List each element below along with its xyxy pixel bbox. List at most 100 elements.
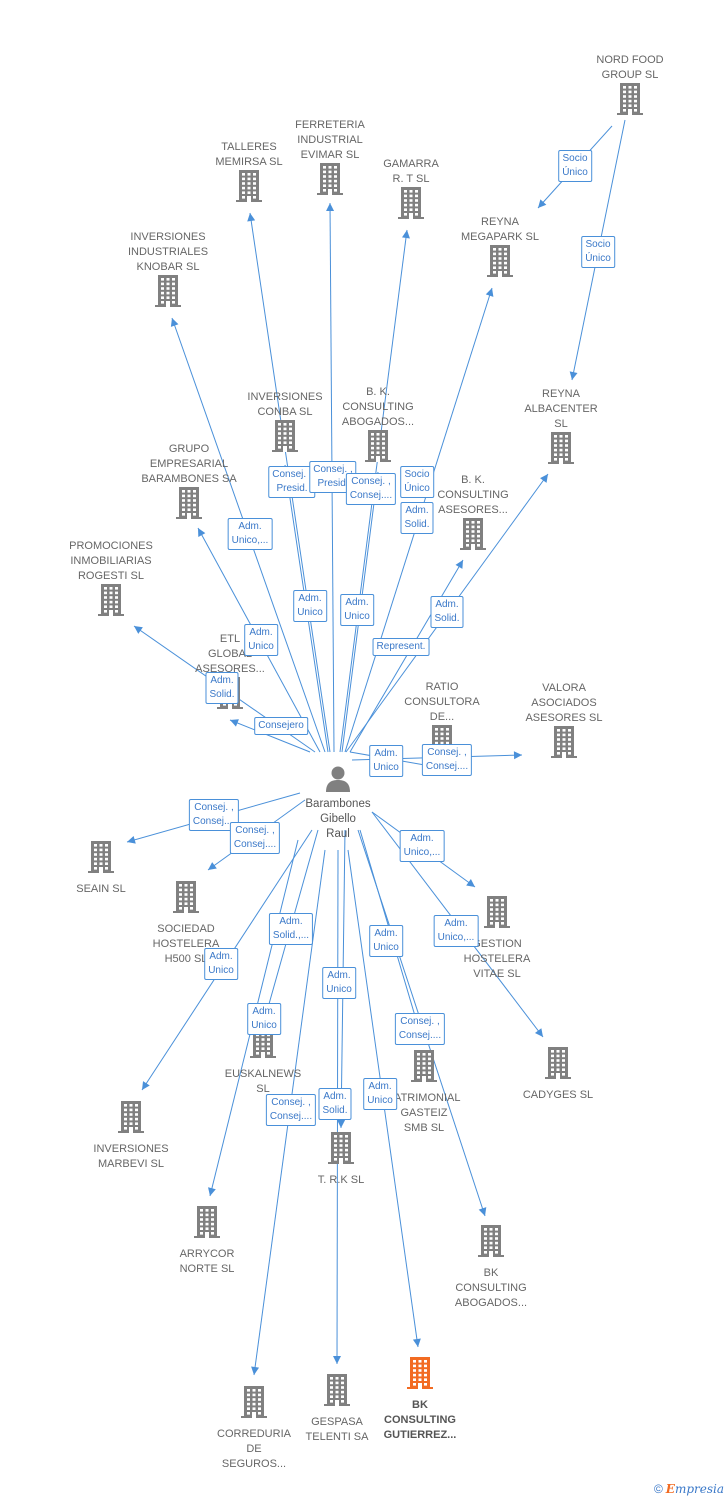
company-node-patrimonial[interactable]: PATRIMONIAL GASTEIZ SMB SL (359, 1050, 489, 1136)
building-icon (276, 1132, 406, 1169)
role-badge[interactable]: Adm. Solid. (400, 502, 434, 534)
company-name: FERRETERIA INDUSTRIAL EVIMAR SL (295, 119, 365, 161)
company-name: B. K. CONSULTING ABOGADOS... (341, 386, 415, 428)
company-name: GESPASA TELENTI SA (305, 1416, 369, 1443)
building-icon (189, 1386, 319, 1423)
arrow-head-icon (402, 230, 410, 239)
role-badge[interactable]: Adm. Unico (322, 967, 356, 999)
copyright-symbol: © (653, 1482, 663, 1496)
arrow-head-icon (251, 1366, 260, 1375)
company-node-talleres[interactable]: TALLERES MEMIRSA SL (184, 140, 314, 207)
building-icon (265, 163, 395, 200)
role-badge[interactable]: Consej. , Consej.... (421, 744, 473, 776)
role-badge[interactable]: Adm. Unico (293, 590, 327, 622)
company-node-ferreteria[interactable]: FERRETERIA INDUSTRIAL EVIMAR SL (265, 118, 395, 200)
role-badge[interactable]: Adm. Solid.,... (268, 913, 314, 945)
role-badge[interactable]: Adm. Unico (244, 624, 278, 656)
company-name: GAMARRA R. T SL (383, 158, 439, 185)
company-name: NORD FOOD GROUP SL (596, 54, 664, 81)
company-name: EUSKALNEWS SL (224, 1068, 302, 1095)
role-badge[interactable]: Adm. Solid. (430, 596, 464, 628)
company-node-gestion[interactable]: GESTION HOSTELERA VITAE SL (432, 896, 562, 982)
arrow-head-icon (513, 751, 522, 760)
company-node-invknobar[interactable]: INVERSIONES INDUSTRIALES KNOBAR SL (103, 230, 233, 312)
role-badge[interactable]: Socio Único (558, 150, 592, 182)
arrow-head-icon (466, 879, 475, 887)
company-name: GRUPO EMPRESARIAL BARAMBONES SA (141, 443, 237, 485)
building-icon (359, 1050, 489, 1087)
company-node-arrycor[interactable]: ARRYCOR NORTE SL (142, 1206, 272, 1277)
arrow-head-icon (142, 1081, 150, 1090)
arrow-head-icon (198, 528, 206, 537)
arrow-head-icon (170, 318, 179, 327)
company-name: ETL GLOBAL ASESORES... (195, 633, 265, 675)
role-badge[interactable]: Adm. Unico (369, 925, 403, 957)
company-node-sociedad[interactable]: SOCIEDAD HOSTELERA H500 SL (121, 881, 251, 967)
empresia-logo[interactable]: ©Empresia (654, 1482, 724, 1496)
building-icon (66, 1101, 196, 1138)
role-badge[interactable]: Adm. Unico,... (399, 830, 445, 862)
building-icon (184, 170, 314, 207)
role-badge[interactable]: Adm. Unico,... (227, 518, 273, 550)
role-badge[interactable]: Consej. , Consej.... (265, 1094, 317, 1126)
role-badge[interactable]: Consej. , Consej.... (345, 473, 397, 505)
company-node-barambones[interactable]: GRUPO EMPRESARIAL BARAMBONES SA (124, 442, 254, 524)
role-badge[interactable]: Adm. Solid. (318, 1088, 352, 1120)
role-badge[interactable]: Consejero (254, 717, 308, 735)
role-badge[interactable]: Consej. , Presid. (268, 466, 316, 498)
company-node-euskal[interactable]: EUSKALNEWS SL (198, 1026, 328, 1097)
building-icon (426, 1225, 556, 1262)
company-name: SOCIEDAD HOSTELERA H500 SL (152, 923, 220, 965)
role-badge[interactable]: Socio Único (581, 236, 615, 268)
building-icon (142, 1206, 272, 1243)
company-node-cadyges[interactable]: CADYGES SL (493, 1047, 623, 1103)
company-name: BK CONSULTING ABOGADOS... (454, 1267, 528, 1309)
company-node-promociones[interactable]: PROMOCIONES INMOBILIARIAS ROGESTI SL (46, 539, 176, 621)
arrow-head-icon (455, 560, 463, 569)
arrow-head-icon (208, 862, 217, 870)
company-node-conba[interactable]: INVERSIONES CONBA SL (220, 390, 350, 457)
company-name: INVERSIONES INDUSTRIALES KNOBAR SL (127, 231, 209, 273)
company-node-bkgut[interactable]: BK CONSULTING GUTIERREZ... (355, 1357, 485, 1443)
building-icon (496, 432, 626, 469)
arrow-head-icon (485, 288, 494, 297)
company-node-trk[interactable]: T. R.K SL (276, 1132, 406, 1188)
company-node-seain[interactable]: SEAIN SL (36, 841, 166, 897)
company-node-correduria[interactable]: CORREDURIA DE SEGUROS... (189, 1386, 319, 1472)
person-name: Barambones Gibello Raul (305, 798, 371, 840)
role-badge[interactable]: Adm. Unico (363, 1078, 397, 1110)
person-node[interactable]: Barambones Gibello Raul (273, 764, 403, 842)
company-name: REYNA MEGAPARK SL (460, 216, 540, 243)
role-badge[interactable]: Adm. Unico (204, 948, 238, 980)
building-icon (493, 1047, 623, 1084)
company-node-bkases[interactable]: B. K. CONSULTING ASESORES... (408, 473, 538, 555)
company-node-bkabog2[interactable]: BK CONSULTING ABOGADOS... (426, 1225, 556, 1311)
role-badge[interactable]: Adm. Solid. (205, 672, 239, 704)
arrow-head-icon (534, 1028, 543, 1037)
company-node-marbevi[interactable]: INVERSIONES MARBEVI SL (66, 1101, 196, 1172)
company-name: GESTION HOSTELERA VITAE SL (463, 938, 531, 980)
company-node-gespasa[interactable]: GESPASA TELENTI SA (272, 1374, 402, 1445)
company-node-bkabog1[interactable]: B. K. CONSULTING ABOGADOS... (313, 385, 443, 467)
company-node-reynaalb[interactable]: REYNA ALBACENTER SL (496, 387, 626, 469)
building-icon (36, 841, 166, 878)
company-node-nord[interactable]: NORD FOOD GROUP SL (565, 53, 695, 120)
arrow-head-icon (569, 371, 578, 380)
role-badge[interactable]: Adm. Unico,... (433, 915, 479, 947)
arrow-head-icon (208, 1187, 216, 1196)
role-badge[interactable]: Consej. , Consej.... (229, 822, 281, 854)
role-badge[interactable]: Represent. (372, 638, 430, 656)
company-node-reynamega[interactable]: REYNA MEGAPARK SL (435, 215, 565, 282)
role-badge[interactable]: Socio Único (400, 466, 434, 498)
arrow-head-icon (230, 719, 239, 727)
role-badge[interactable]: Consej. , Consej.... (394, 1013, 446, 1045)
role-badge[interactable]: Adm. Unico (247, 1003, 281, 1035)
logo-letter-e: E (665, 1482, 675, 1496)
company-node-valora[interactable]: VALORA ASOCIADOS ASESORES SL (499, 681, 629, 763)
role-badge[interactable]: Adm. Unico (340, 594, 374, 626)
company-node-gamarra[interactable]: GAMARRA R. T SL (346, 157, 476, 224)
role-badge[interactable]: Adm. Unico (369, 745, 403, 777)
building-icon (565, 83, 695, 120)
building-icon (103, 275, 233, 312)
